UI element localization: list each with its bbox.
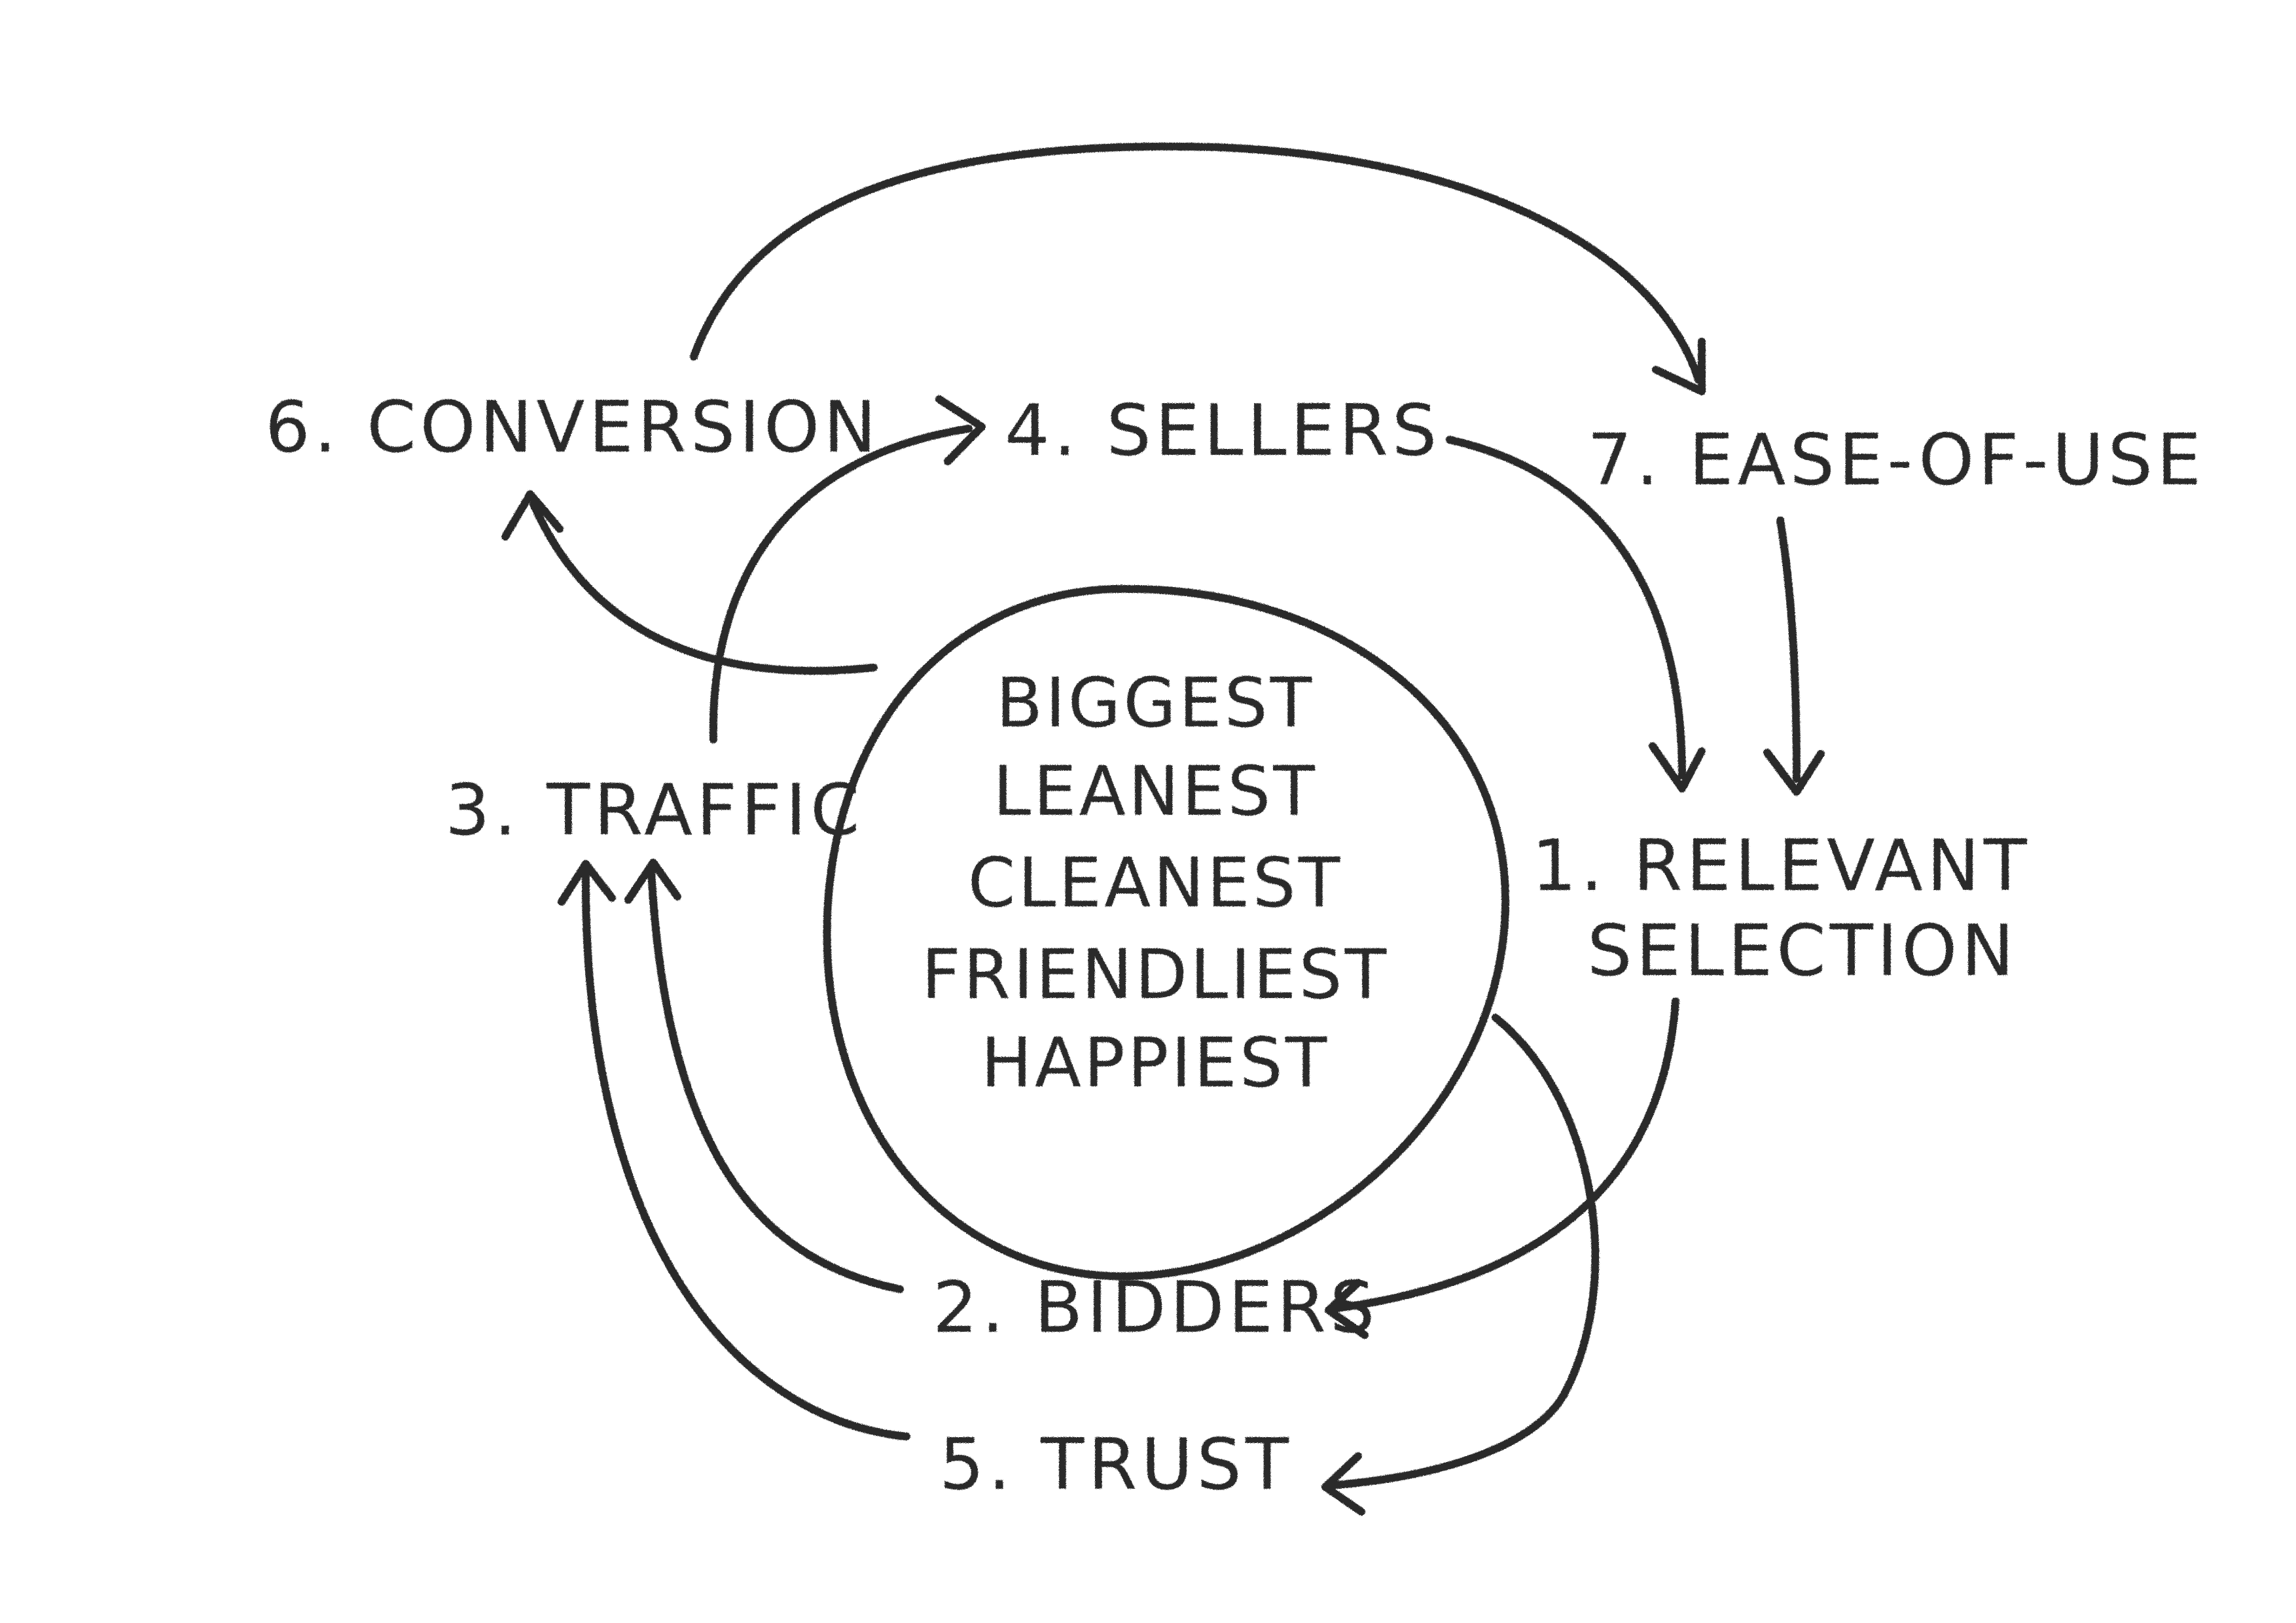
arrow-center-to-conversion (529, 500, 878, 675)
arrow-sellers-to-relevant-selection (1446, 436, 1686, 779)
node-sellers: 4. SELLERS (1005, 390, 1441, 472)
node-conversion: 6. CONVERSION (265, 387, 880, 469)
arrow-conversion-to-ease-of-use-head (1652, 338, 1706, 395)
arrow-relevant-selection-to-bidders-head (1325, 1279, 1369, 1339)
node-relevant-selection-line1: 1. RELEVANT (1532, 825, 2031, 907)
arrow-traffic-to-sellers (709, 425, 973, 743)
arrow-trust-to-traffic-head (558, 860, 616, 906)
center-line-biggest: BIGGEST (996, 663, 1314, 743)
center-line-cleanest: CLEANEST (968, 843, 1342, 923)
arrow-relevant-selection-to-bidders (1328, 997, 1679, 1313)
center-line-happiest: HAPPIEST (981, 1023, 1330, 1103)
arrow-ease-of-use-to-relevant-selection (1776, 516, 1801, 783)
node-trust: 5. TRUST (939, 1424, 1293, 1506)
arrow-ease-of-use-to-relevant-selection-head (1763, 749, 1825, 796)
arrow-traffic-to-sellers-head (935, 395, 986, 465)
node-ease-of-use: 7. EASE-OF-USE (1587, 419, 2205, 501)
arrow-bidders-to-traffic (647, 866, 904, 1293)
arrow-center-to-trust (1325, 1014, 1600, 1489)
arrow-sellers-to-relevant-selection-head (1649, 742, 1706, 793)
node-relevant-selection-line2: SELECTION (1587, 910, 2018, 992)
arrow-bidders-to-traffic-head (624, 859, 681, 904)
node-bidders: 2. BIDDERS (933, 1267, 1378, 1349)
arrow-center-to-conversion-head (501, 490, 564, 541)
arrow-center-to-trust-head (1321, 1452, 1365, 1516)
center-line-leanest: LEANEST (993, 751, 1318, 831)
center-line-friendliest: FRIENDLIEST (922, 935, 1389, 1014)
node-traffic: 3. TRAFFIC (445, 770, 863, 851)
arrow-conversion-to-ease-of-use (690, 142, 1702, 383)
center-circle (823, 584, 1510, 1281)
arrow-trust-to-traffic (581, 866, 910, 1440)
